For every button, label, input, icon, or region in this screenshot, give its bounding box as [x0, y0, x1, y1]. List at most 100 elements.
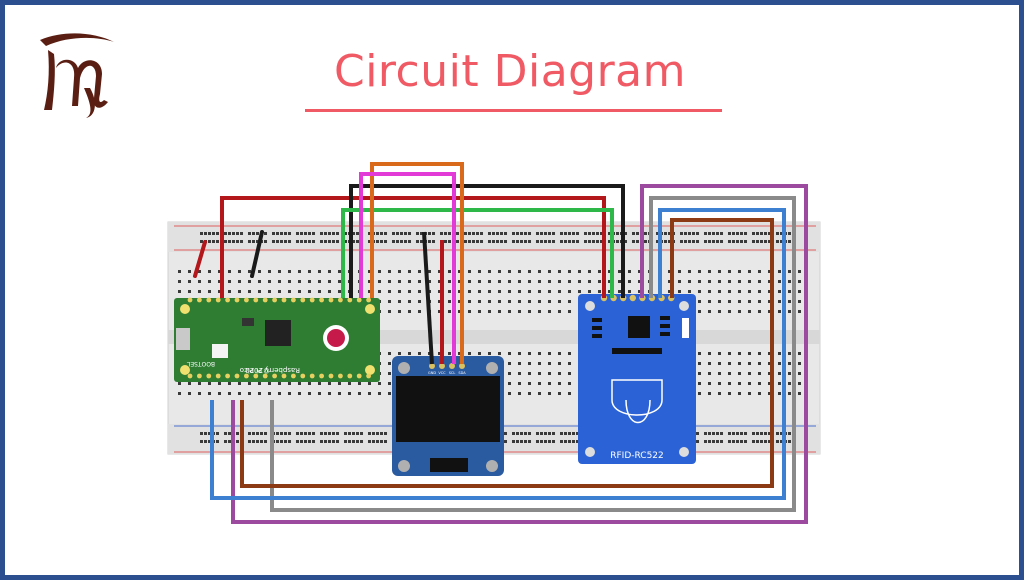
breadboard-hole: [578, 280, 581, 283]
pico-pin: [197, 373, 202, 379]
breadboard-hole: [558, 392, 561, 395]
breadboard-hole: [698, 352, 701, 355]
breadboard-hole: [208, 240, 211, 243]
breadboard-hole: [738, 392, 741, 395]
oled-pin-label: SCL: [449, 371, 456, 375]
breadboard-hole: [524, 432, 527, 435]
breadboard-hole: [718, 280, 721, 283]
breadboard-hole: [528, 440, 531, 443]
breadboard-hole: [560, 240, 563, 243]
breadboard-hole: [608, 270, 611, 273]
breadboard-hole: [418, 270, 421, 273]
breadboard-hole: [248, 280, 251, 283]
breadboard-hole: [548, 232, 551, 235]
breadboard-hole: [748, 382, 751, 385]
breadboard-hole: [678, 270, 681, 273]
pico-bootsel-label: BOOTSEL: [186, 360, 215, 367]
breadboard-hole: [284, 432, 287, 435]
breadboard-hole: [528, 310, 531, 313]
breadboard-hole: [708, 270, 711, 273]
breadboard-hole: [758, 352, 761, 355]
breadboard-hole: [478, 352, 481, 355]
breadboard-hole: [320, 232, 323, 235]
breadboard-hole: [668, 290, 671, 293]
breadboard-hole: [708, 352, 711, 355]
breadboard-hole: [288, 232, 291, 235]
breadboard-hole: [438, 270, 441, 273]
breadboard-hole: [520, 440, 523, 443]
breadboard-hole: [798, 392, 801, 395]
breadboard-hole: [280, 232, 283, 235]
pico-pin: [234, 373, 240, 379]
breadboard-hole: [480, 232, 483, 235]
breadboard-hole: [608, 240, 611, 243]
breadboard-hole: [408, 310, 411, 313]
breadboard-hole: [708, 392, 711, 395]
breadboard-hole: [408, 270, 411, 273]
breadboard-hole: [788, 382, 791, 385]
breadboard-hole: [338, 392, 341, 395]
breadboard-hole: [744, 232, 747, 235]
breadboard-hole: [540, 440, 543, 443]
pico-pin: [253, 373, 259, 379]
breadboard-hole: [778, 280, 781, 283]
breadboard-hole: [392, 232, 395, 235]
breadboard-hole: [798, 372, 801, 375]
breadboard-hole: [668, 240, 671, 243]
breadboard-hole: [558, 310, 561, 313]
breadboard-hole: [228, 232, 231, 235]
breadboard-hole: [528, 232, 531, 235]
breadboard-hole: [536, 232, 539, 235]
breadboard-hole: [568, 392, 571, 395]
breadboard-hole: [478, 270, 481, 273]
breadboard-hole: [278, 392, 281, 395]
breadboard-hole: [558, 382, 561, 385]
breadboard-hole: [536, 240, 539, 243]
breadboard-hole: [778, 290, 781, 293]
breadboard-hole: [324, 232, 327, 235]
breadboard-hole: [540, 432, 543, 435]
breadboard-hole: [478, 300, 481, 303]
breadboard-hole: [704, 432, 707, 435]
breadboard-hole: [248, 290, 251, 293]
breadboard-hole: [504, 240, 507, 243]
breadboard-hole: [564, 440, 567, 443]
breadboard-hole: [218, 280, 221, 283]
breadboard-hole: [664, 232, 667, 235]
jumper-black: [250, 230, 264, 278]
rfid-module: RFID-RC522: [578, 294, 696, 464]
breadboard-hole: [758, 362, 761, 365]
breadboard-hole: [398, 310, 401, 313]
breadboard-hole: [368, 280, 371, 283]
breadboard-hole: [212, 232, 215, 235]
breadboard-hole: [752, 232, 755, 235]
breadboard-hole: [644, 232, 647, 235]
breadboard-hole: [508, 280, 511, 283]
breadboard-hole: [780, 440, 783, 443]
breadboard-hole: [698, 300, 701, 303]
breadboard-hole: [688, 240, 691, 243]
breadboard-hole: [280, 440, 283, 443]
breadboard-hole: [356, 240, 359, 243]
breadboard-hole: [588, 290, 591, 293]
breadboard-hole: [200, 440, 203, 443]
breadboard-hole: [204, 432, 207, 435]
breadboard-hole: [720, 432, 723, 435]
breadboard-hole: [464, 232, 467, 235]
breadboard-hole: [736, 440, 739, 443]
breadboard-hole: [738, 300, 741, 303]
breadboard-hole: [698, 392, 701, 395]
breadboard-hole: [558, 270, 561, 273]
breadboard-hole: [548, 290, 551, 293]
breadboard-hole: [232, 232, 235, 235]
breadboard-hole: [708, 372, 711, 375]
breadboard-hole: [688, 280, 691, 283]
breadboard-hole: [472, 232, 475, 235]
breadboard-hole: [558, 300, 561, 303]
breadboard-hole: [408, 300, 411, 303]
breadboard-hole: [778, 352, 781, 355]
breadboard-hole: [568, 240, 571, 243]
breadboard-hole: [752, 432, 755, 435]
breadboard-hole: [778, 362, 781, 365]
